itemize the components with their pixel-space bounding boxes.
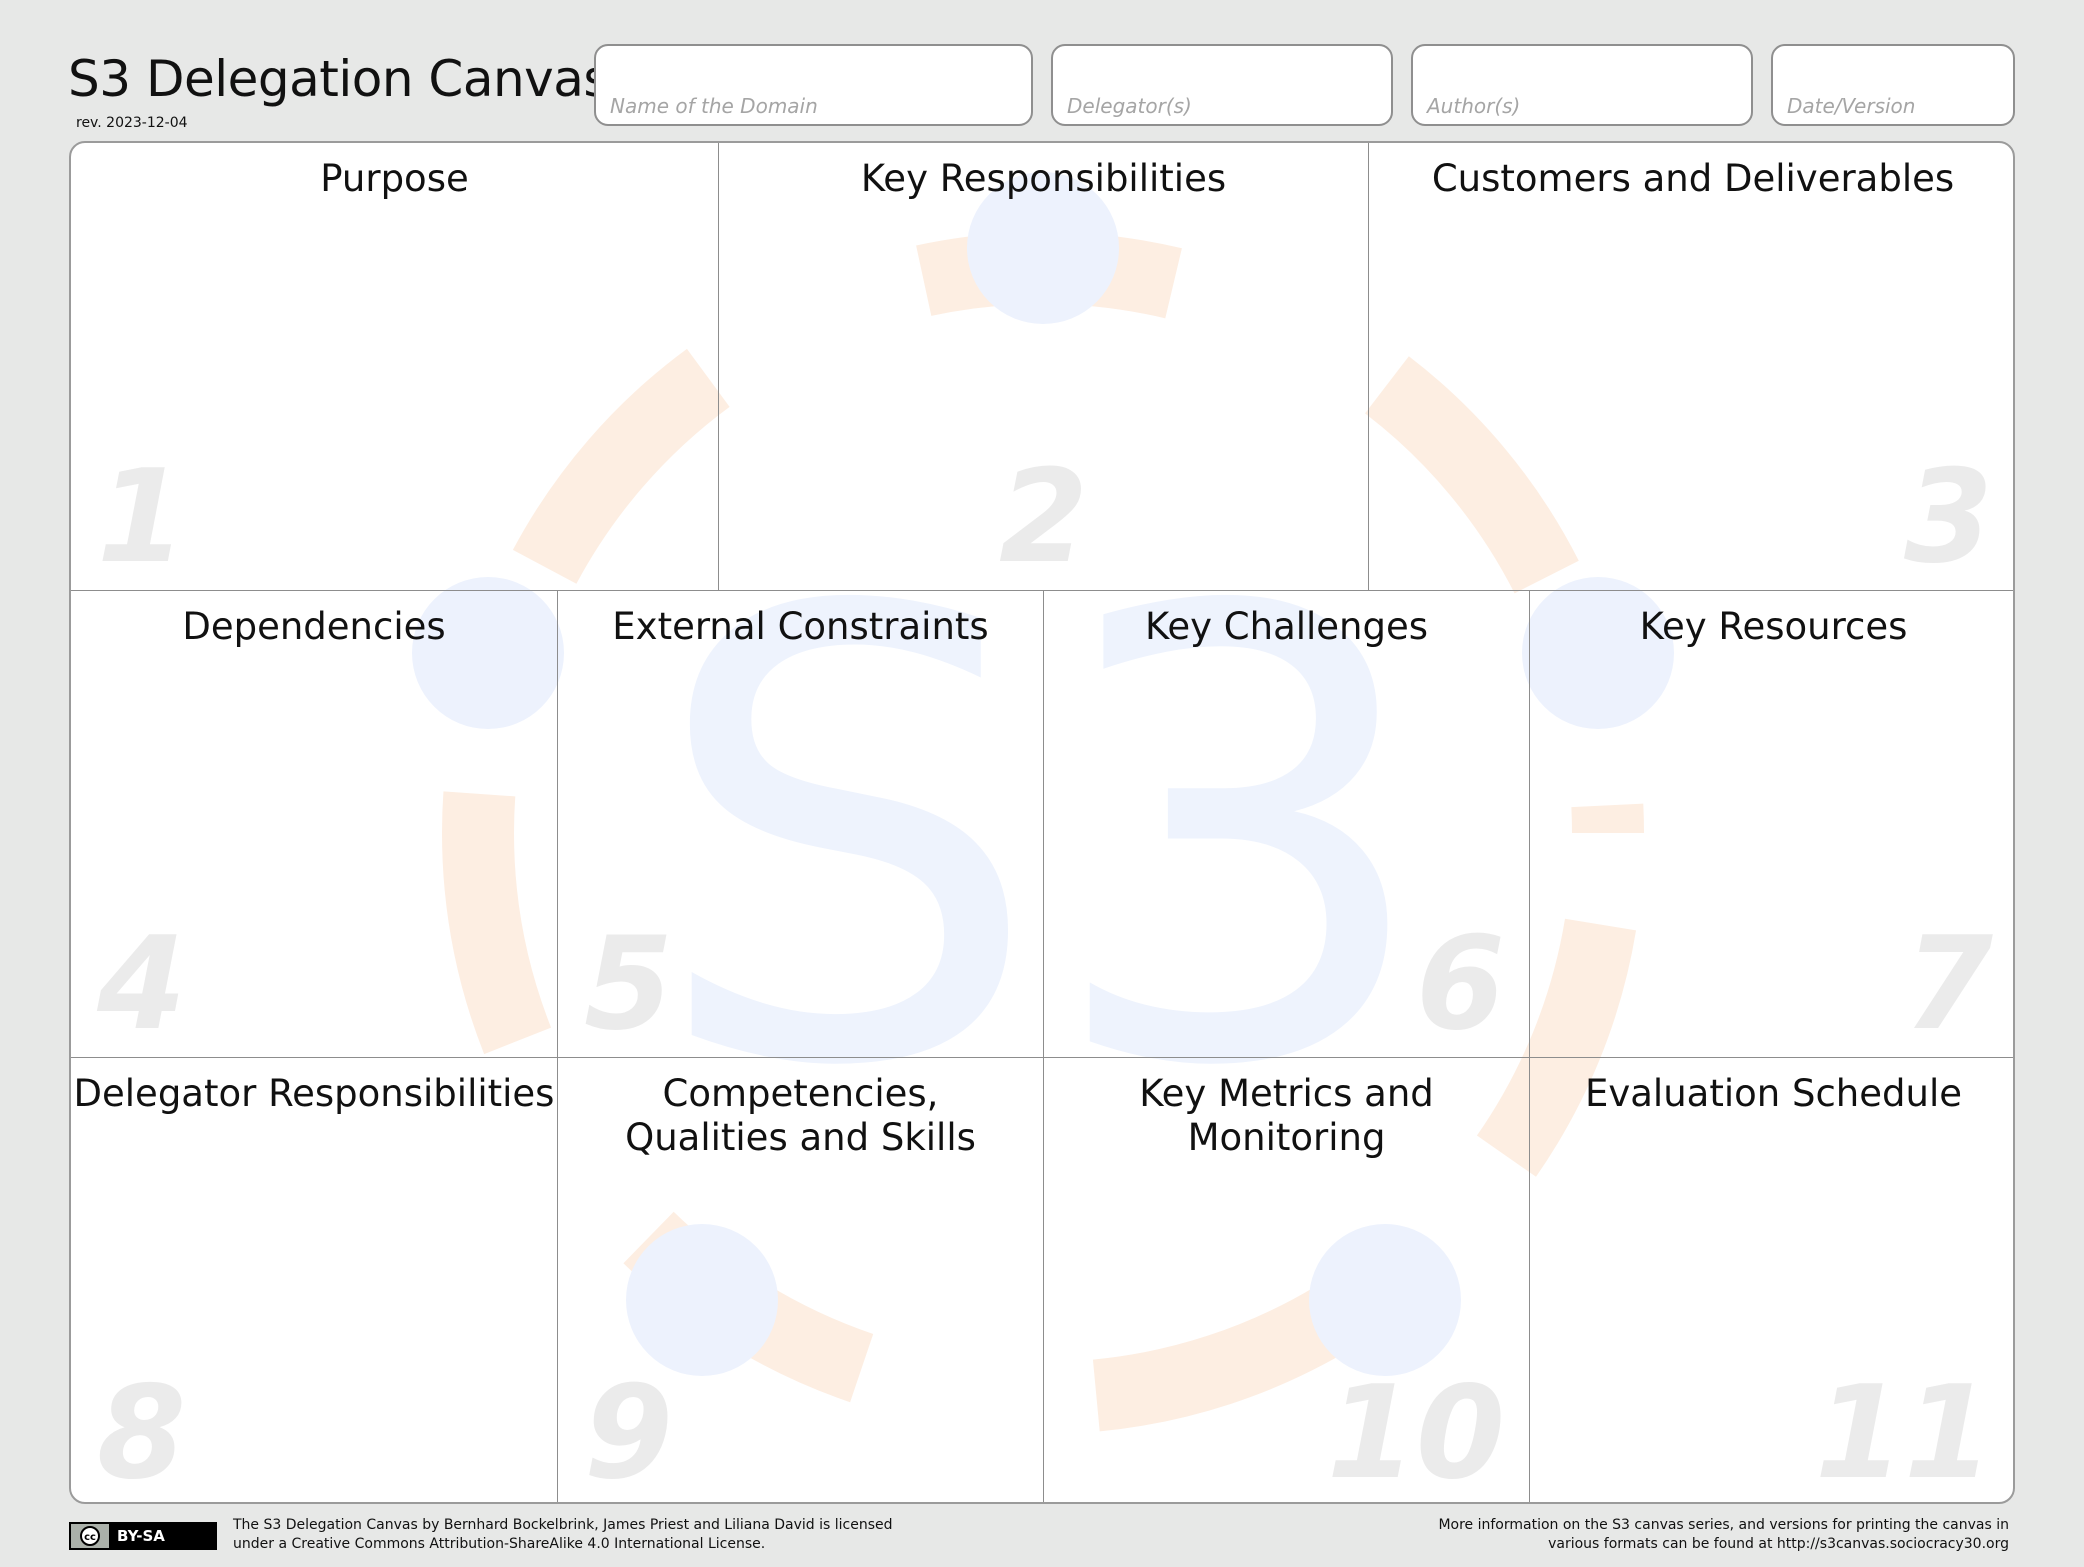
section-number: 11 [1814,1359,1993,1504]
domain-name-field[interactable]: Name of the Domain [594,44,1033,126]
more-info-line: various formats can be found at http://s… [1548,1536,2009,1552]
section-number: 9 [584,1359,674,1504]
section-title: Competencies, Qualities and Skills [625,1072,976,1159]
watermark-dot [1522,577,1674,729]
section-number: 5 [584,910,674,1059]
section-number: 6 [1415,910,1505,1059]
author-placeholder: Author(s) [1427,94,1521,118]
page-title: S3 Delegation Canvas [68,50,609,108]
section-number: 10 [1326,1359,1505,1504]
section-title: Dependencies [182,605,446,648]
section-title: External Constraints [612,605,989,648]
section-title: Purpose [320,157,469,200]
section-number: 1 [97,443,187,592]
section-key-challenges[interactable]: Key Challenges 6 [1044,591,1530,1058]
section-title: Key Metrics and Monitoring [1139,1072,1434,1159]
section-title: Evaluation Schedule [1584,1072,1962,1115]
section-key-metrics[interactable]: Key Metrics and Monitoring 10 [1044,1058,1530,1504]
more-info-line: More information on the S3 canvas series… [1438,1517,2009,1533]
license-badge[interactable]: cc BY-SA [69,1522,217,1550]
watermark-dot [626,1224,778,1376]
revision-label: rev. 2023-12-04 [76,115,188,131]
watermark-dot [967,172,1119,324]
section-number: 2 [999,443,1089,592]
license-line: The S3 Delegation Canvas by Bernhard Boc… [233,1517,893,1533]
watermark-dot [1309,1224,1461,1376]
section-title: Customers and Deliverables [1431,157,1955,200]
section-title: Delegator Responsibilities [73,1072,555,1115]
section-number: 7 [1903,910,1993,1059]
license-line: under a Creative Commons Attribution-Sha… [233,1536,766,1552]
date-version-field[interactable]: Date/Version [1771,44,2015,126]
date-version-placeholder: Date/Version [1787,94,1916,118]
section-number: 4 [97,910,187,1059]
section-purpose[interactable]: Purpose 1 [71,143,719,591]
section-delegator-responsibilities[interactable]: Delegator Responsibilities 8 [71,1058,558,1504]
section-title: Key Resources [1639,605,1908,648]
delegator-field[interactable]: Delegator(s) [1051,44,1393,126]
section-dependencies[interactable]: Dependencies 4 [71,591,558,1058]
creative-commons-icon: cc [80,1526,100,1546]
section-evaluation-schedule[interactable]: Evaluation Schedule 11 [1530,1058,2013,1504]
delegator-placeholder: Delegator(s) [1067,94,1192,118]
section-number: 3 [1903,443,1993,592]
section-competencies[interactable]: Competencies, Qualities and Skills 9 [558,1058,1044,1504]
license-text: The S3 Delegation Canvas by Bernhard Boc… [233,1516,893,1554]
section-title: Key Challenges [1144,605,1429,648]
section-title: Key Responsibilities [860,157,1227,200]
section-customers-deliverables[interactable]: Customers and Deliverables 3 [1369,143,2013,592]
section-key-responsibilities[interactable]: Key Responsibilities 2 [719,143,1369,591]
section-key-resources[interactable]: Key Resources 7 [1530,591,2013,1059]
canvas-board: S3 Purpose 1 Key Responsibilities 2 Cust… [69,141,2015,1504]
more-info-text: More information on the S3 canvas series… [1438,1516,2009,1554]
section-external-constraints[interactable]: External Constraints 5 [558,591,1044,1058]
watermark-dot [412,577,564,729]
license-badge-label: BY-SA [117,1527,165,1545]
domain-name-placeholder: Name of the Domain [610,94,818,118]
section-number: 8 [97,1359,187,1504]
author-field[interactable]: Author(s) [1411,44,1753,126]
